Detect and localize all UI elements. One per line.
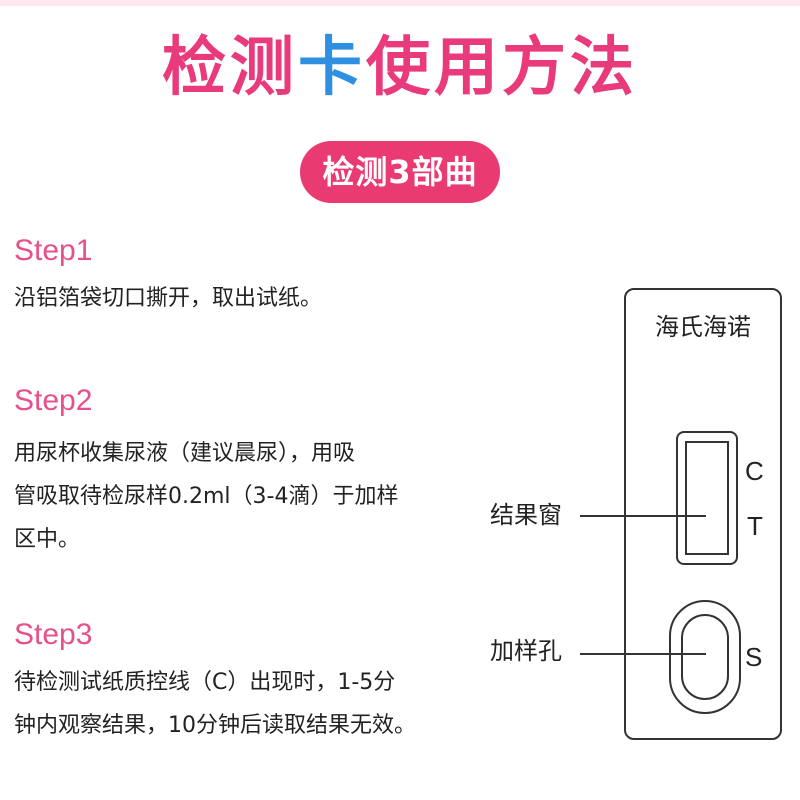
result-window bbox=[685, 441, 729, 555]
step3-line: 待检测试纸质控线（C）出现时，1-5分 bbox=[14, 670, 396, 695]
sample-well bbox=[681, 614, 729, 700]
step3-label: Step3 bbox=[14, 618, 93, 651]
top-decor-stripe bbox=[0, 0, 800, 6]
sample-well-leader-line bbox=[580, 653, 706, 655]
title-part-1: 检测 bbox=[162, 31, 298, 105]
step2-line: 管吸取待检尿样0.2ml（3-4滴）于加样 bbox=[14, 484, 399, 509]
card-brand: 海氏海诺 bbox=[655, 313, 751, 341]
test-card bbox=[624, 288, 782, 740]
result-window-frame bbox=[676, 431, 738, 565]
sample-mark: S bbox=[745, 642, 763, 672]
step2-text: 用尿杯收集尿液（建议晨尿），用吸 管吸取待检尿样0.2ml（3-4滴）于加样 区… bbox=[14, 432, 484, 561]
control-line-mark: C bbox=[745, 456, 764, 486]
step3-text: 待检测试纸质控线（C）出现时，1-5分 钟内观察结果，10分钟后读取结果无效。 bbox=[14, 661, 484, 747]
step2-line: 区中。 bbox=[14, 527, 81, 552]
title-part-2: 卡 bbox=[298, 31, 366, 105]
step3-line: 钟内观察结果，10分钟后读取结果无效。 bbox=[14, 713, 416, 738]
sample-well-callout: 加样孔 bbox=[490, 637, 562, 665]
sample-well-frame bbox=[669, 600, 741, 714]
step1-line: 沿铝箔袋切口撕开，取出试纸。 bbox=[14, 286, 323, 311]
test-line-mark: T bbox=[747, 511, 763, 541]
step1-label: Step1 bbox=[14, 234, 93, 267]
result-window-callout: 结果窗 bbox=[490, 501, 562, 529]
step2-label: Step2 bbox=[14, 384, 93, 417]
page-title: 检测卡使用方法 bbox=[0, 28, 800, 108]
steps-badge: 检测3部曲 bbox=[300, 141, 500, 203]
title-part-3: 使用方法 bbox=[366, 31, 638, 105]
step1-text: 沿铝箔袋切口撕开，取出试纸。 bbox=[14, 277, 484, 320]
result-window-leader-line bbox=[580, 515, 706, 517]
step2-line: 用尿杯收集尿液（建议晨尿），用吸 bbox=[14, 441, 356, 466]
